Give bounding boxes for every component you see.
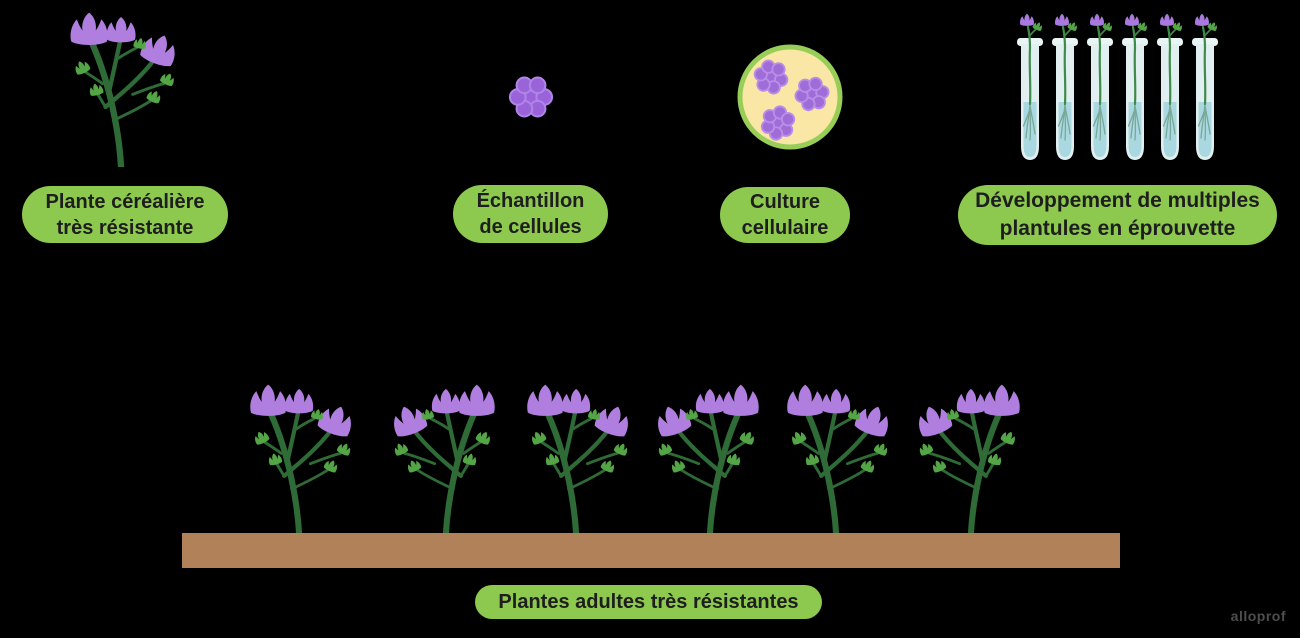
label-adult-plants: Plantes adultes très résistantes	[475, 585, 822, 619]
label-source-plant-line2: très résistante	[56, 216, 194, 239]
petri-dish-icon	[737, 44, 843, 150]
soil-bar	[182, 533, 1120, 568]
label-plantlets-line2: plantules en éprouvette	[999, 217, 1236, 240]
adult-plant-icon	[517, 384, 639, 534]
adult-plant-icon	[383, 384, 505, 534]
cereal-plant-icon	[60, 12, 186, 167]
cell-sample-icon	[508, 76, 554, 118]
label-plantlets-line1: Développement de multiples	[975, 189, 1260, 212]
label-cell-sample-line1: Échantillon	[476, 190, 585, 212]
adult-plant-icon	[908, 384, 1030, 534]
label-cell-culture-line1: Culture	[750, 191, 820, 213]
adult-plant-icon	[647, 384, 769, 534]
label-source-plant: Plante céréalière très résistante	[22, 186, 228, 243]
label-adult-plants-text: Plantes adultes très résistantes	[498, 591, 799, 613]
test-tubes-icon	[1017, 12, 1227, 162]
label-plantlets: Développement de multiples plantules en …	[958, 185, 1277, 245]
label-cell-sample-line2: de cellules	[479, 216, 582, 238]
label-cell-culture-line2: cellulaire	[741, 217, 829, 239]
label-cell-sample: Échantillon de cellules	[453, 185, 608, 243]
alloprof-watermark: alloprof	[1230, 608, 1286, 624]
adult-plant-icon	[240, 384, 362, 534]
label-source-plant-line1: Plante céréalière	[45, 190, 205, 213]
adult-plant-icon	[777, 384, 899, 534]
label-cell-culture: Culture cellulaire	[720, 187, 850, 243]
